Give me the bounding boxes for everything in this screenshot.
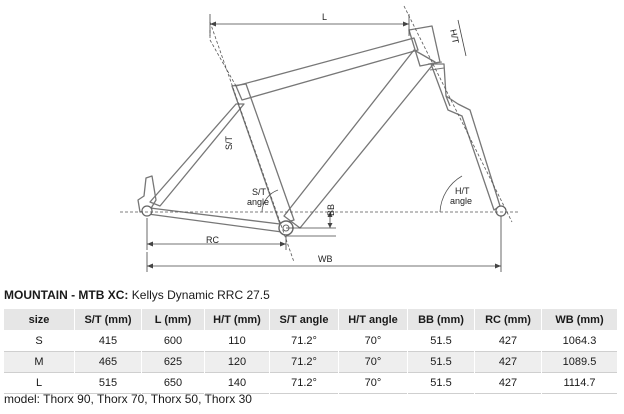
col-st: S/T (mm): [74, 309, 142, 331]
table-row: M 465 625 120 71.2° 70° 51.5 427 1089.5: [4, 351, 618, 373]
cell: M: [4, 351, 75, 373]
dimension-arrows: [147, 21, 501, 269]
label-st-angle-2: angle: [247, 197, 269, 207]
bike-name: Kellys Dynamic RRC 27.5: [128, 288, 270, 302]
cell: 71.2°: [269, 372, 339, 394]
category-label: MOUNTAIN - MTB XC:: [4, 288, 129, 302]
label-st-angle-1: S/T: [252, 187, 267, 197]
table-header-row: size S/T (mm) L (mm) H/T (mm) S/T angle …: [4, 309, 618, 331]
cell: 110: [204, 330, 270, 352]
cell: 650: [141, 372, 205, 394]
label-wb: WB: [318, 254, 333, 264]
col-rc: RC (mm): [474, 309, 542, 331]
cell: 427: [474, 372, 542, 394]
cell: 71.2°: [269, 351, 339, 373]
cell: 625: [141, 351, 205, 373]
col-ht: H/T (mm): [204, 309, 270, 331]
cell: 71.2°: [269, 330, 339, 352]
col-ht-angle: H/T angle: [338, 309, 408, 331]
cell: 465: [74, 351, 142, 373]
cell: 51.5: [407, 372, 475, 394]
cell: 427: [474, 351, 542, 373]
bike-geometry-diagram: L H/T S/T S/T angle H/T angle BB RC WB: [120, 5, 520, 272]
frame-outline: [137, 25, 501, 233]
label-rc: RC: [206, 235, 219, 245]
cell: 120: [204, 351, 270, 373]
table-row: L 515 650 140 71.2° 70° 51.5 427 1114.7: [4, 372, 618, 394]
cell: 515: [74, 372, 142, 394]
dimension-lines: [146, 14, 502, 272]
label-st: S/T: [224, 135, 234, 150]
label-l: L: [322, 12, 327, 22]
col-st-angle: S/T angle: [269, 309, 339, 331]
col-bb: BB (mm): [407, 309, 475, 331]
label-ht-angle-1: H/T: [455, 186, 470, 196]
col-size: size: [4, 309, 75, 331]
cell: 51.5: [407, 330, 475, 352]
cell: 140: [204, 372, 270, 394]
cell: 1089.5: [541, 351, 618, 373]
cell: S: [4, 330, 75, 352]
cell: 70°: [338, 351, 408, 373]
reference-lines: [120, 5, 520, 263]
cell: 51.5: [407, 351, 475, 373]
label-bb: BB: [326, 204, 336, 216]
model-list: model: Thorx 90, Thorx 70, Thorx 50, Tho…: [4, 392, 252, 406]
cell: 70°: [338, 330, 408, 352]
head-tube-detail: [427, 61, 445, 71]
geometry-table: size S/T (mm) L (mm) H/T (mm) S/T angle …: [4, 309, 618, 394]
col-wb: WB (mm): [541, 309, 618, 331]
cell: 1114.7: [541, 372, 618, 394]
geometry-title: MOUNTAIN - MTB XC: Kellys Dynamic RRC 27…: [4, 288, 270, 302]
label-ht-angle-2: angle: [450, 196, 472, 206]
cell: 600: [141, 330, 205, 352]
cell: 1064.3: [541, 330, 618, 352]
cell: 427: [474, 330, 542, 352]
cell: L: [4, 372, 75, 394]
label-ht: H/T: [448, 28, 461, 45]
table-row: S 415 600 110 71.2° 70° 51.5 427 1064.3: [4, 330, 618, 352]
col-l: L (mm): [141, 309, 205, 331]
cell: 70°: [338, 372, 408, 394]
rear-axle: [141, 205, 153, 217]
angle-arcs: [261, 175, 463, 213]
cell: 415: [74, 330, 142, 352]
